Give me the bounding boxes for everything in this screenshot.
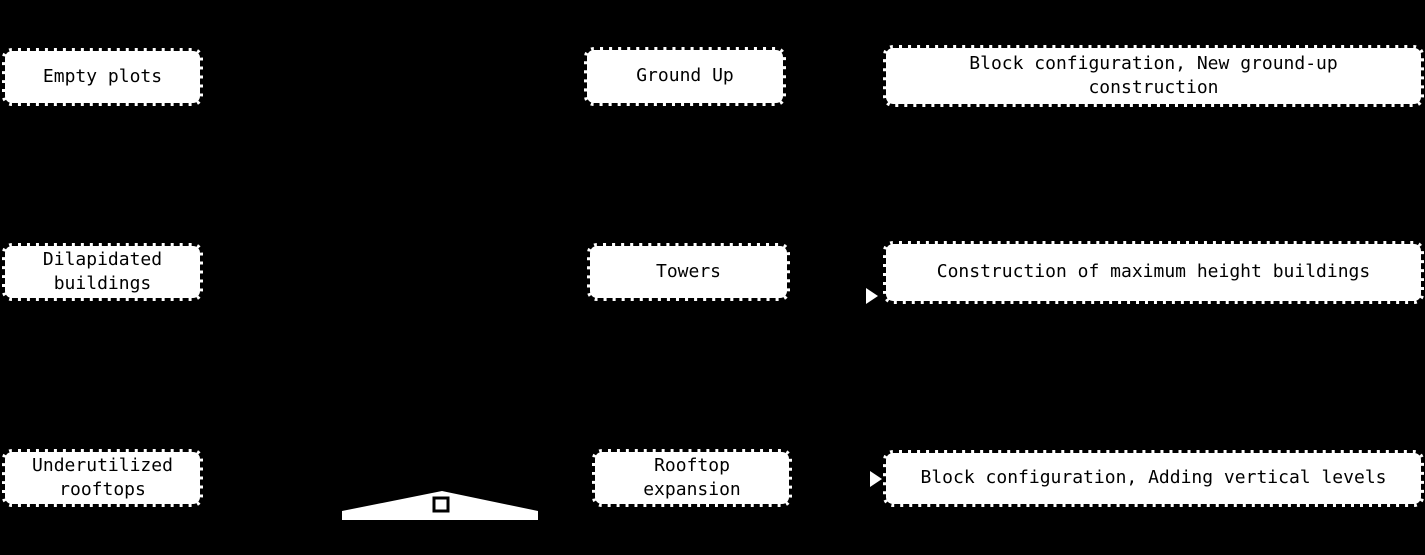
node-ground-up: Ground Up xyxy=(584,47,786,106)
node-dilapidated-buildings: Dilapidated buildings xyxy=(2,243,203,301)
node-outcome-towers: Construction of maximum height buildings xyxy=(883,241,1424,304)
node-rooftop-expansion: Rooftop expansion xyxy=(592,449,792,507)
node-outcome-ground-up: Block configuration, New ground-up const… xyxy=(883,45,1424,107)
node-towers: Towers xyxy=(587,243,790,301)
node-underutilized-rooftops: Underutilized rooftops xyxy=(2,449,203,507)
node-label: Empty plots xyxy=(42,65,163,87)
node-label: Dilapidated buildings xyxy=(42,248,163,294)
node-label: Block configuration, New ground-up const… xyxy=(969,52,1338,98)
connector-arrowhead-icon xyxy=(866,288,878,304)
node-label: Underutilized rooftops xyxy=(32,454,173,500)
rooftop-icon xyxy=(342,491,538,520)
node-empty-plots: Empty plots xyxy=(2,48,203,106)
node-label: Block configuration, Adding vertical lev… xyxy=(920,467,1387,489)
node-label: Construction of maximum height buildings xyxy=(936,261,1371,283)
connector-arrowhead-icon xyxy=(870,471,882,487)
node-label: Towers xyxy=(655,260,722,282)
node-label: Rooftop expansion xyxy=(643,454,741,500)
node-label: Ground Up xyxy=(636,65,734,87)
node-outcome-rooftop-expansion: Block configuration, Adding vertical lev… xyxy=(883,450,1424,507)
